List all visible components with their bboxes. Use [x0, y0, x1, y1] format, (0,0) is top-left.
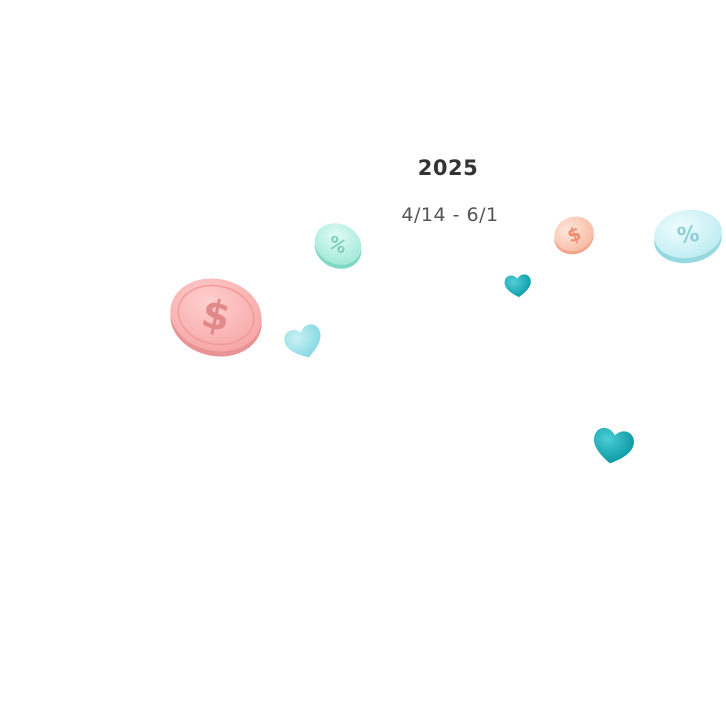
- dollar-coin-icon: $: [170, 278, 262, 357]
- svg-text:%: %: [676, 222, 701, 250]
- year-title: 2025: [417, 156, 479, 180]
- dollar-coin-icon: $: [554, 216, 594, 255]
- heart-icon: [284, 324, 321, 358]
- percent-coin-icon: %: [314, 223, 362, 269]
- heart-icon: [504, 274, 531, 298]
- date-range-text: 4/14 - 6/1: [401, 204, 499, 226]
- heart-icon: [593, 427, 634, 464]
- percent-coin-icon: %: [654, 209, 722, 264]
